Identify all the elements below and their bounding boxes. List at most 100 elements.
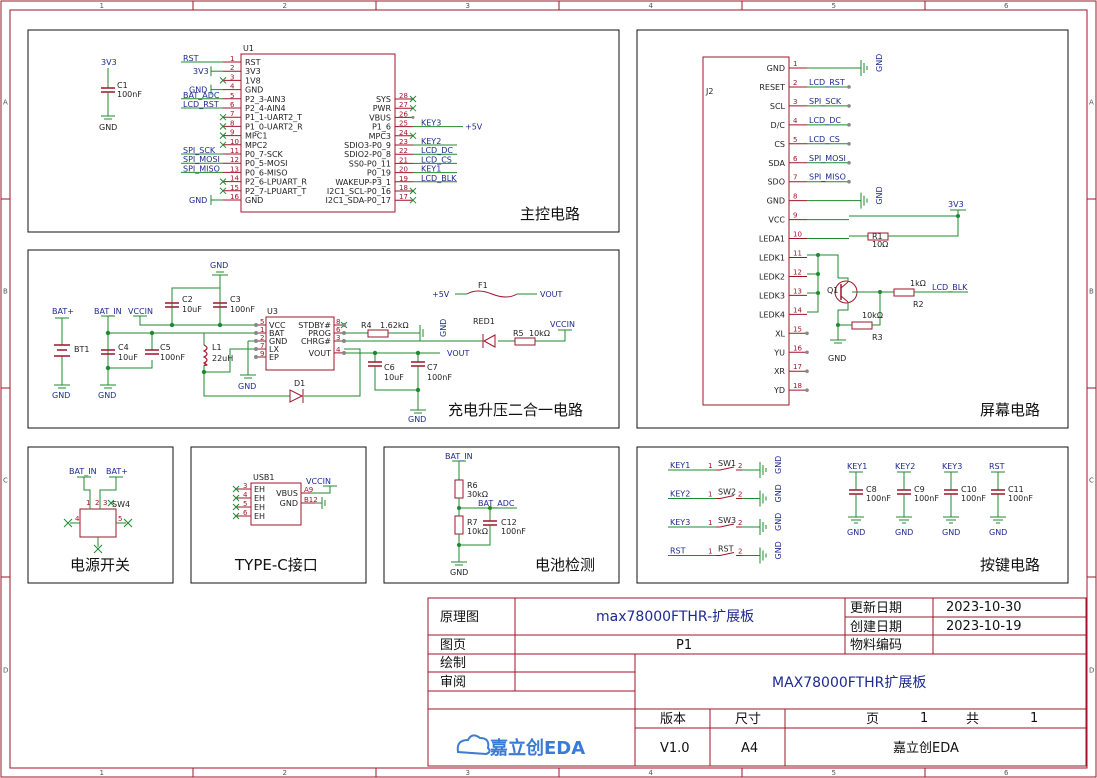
- key-switch-pin: 2: [738, 462, 742, 470]
- key-cap-val: 100nF: [866, 494, 891, 503]
- sw4-pin4: 4: [75, 515, 80, 523]
- tb-update-date: 2023-10-30: [946, 600, 1022, 615]
- j2-pin-num: 16: [793, 344, 802, 352]
- j2-pin-num: 5: [793, 136, 797, 144]
- key-switch-pin: 1: [708, 491, 712, 499]
- key-switch-pin: 2: [738, 548, 742, 556]
- ruler-row-right: D: [1089, 667, 1094, 675]
- key-switch-pin: 1: [708, 462, 712, 470]
- tb-label-create: 创建日期: [850, 620, 902, 635]
- red1-ref: RED1: [473, 317, 495, 326]
- usb1-pin-num: 3: [243, 482, 247, 490]
- u1-pin-num: 21: [399, 156, 408, 164]
- q1-gnd: GND: [828, 354, 846, 363]
- tb-version: V1.0: [660, 741, 690, 756]
- j2-pin-name: XL: [775, 329, 785, 338]
- net-gnd-r4: GND: [439, 319, 448, 337]
- c1-ref: C1: [117, 81, 128, 90]
- u3-pin-num: 6: [336, 326, 341, 334]
- u1-pin-num: 20: [399, 166, 408, 174]
- j2-pin-num: 7: [793, 174, 797, 182]
- r6-ref: R6: [467, 481, 478, 490]
- u1-pin-name: SDIO2-P0_8: [344, 150, 391, 159]
- net-gnd-top: GND: [210, 261, 228, 270]
- backlight-circuit: [807, 209, 968, 344]
- block-screen: [636, 29, 1069, 429]
- block-title-power-switch: 电源开关: [70, 556, 130, 574]
- r3-ref: R3: [872, 333, 883, 342]
- u1-pin-name: 3V3: [245, 67, 261, 76]
- sw4-pin3: 3: [103, 499, 107, 507]
- key-cap-gnd: GND: [942, 528, 960, 537]
- usb1-pin-name: EH: [254, 485, 265, 494]
- u1-left-net: RST: [183, 54, 199, 63]
- sw4-ref: SW4: [112, 500, 130, 509]
- c6-val: 10uF: [384, 373, 404, 382]
- jlc-logo: 嘉立创EDA: [456, 734, 585, 759]
- key-cap-gnd: GND: [989, 528, 1007, 537]
- u1-pin-name: GND: [245, 86, 263, 95]
- net-vout-b: VOUT: [540, 290, 562, 299]
- ruler-row-left: D: [3, 667, 8, 675]
- u1-pin-num: 26: [399, 110, 408, 118]
- u1-pin-num: 14: [230, 175, 239, 183]
- net-gnd-u3: GND: [238, 382, 256, 391]
- u3-pin-num: 5: [260, 318, 264, 326]
- key-cap-net: KEY3: [942, 462, 962, 471]
- ruler-row-left: B: [3, 288, 8, 296]
- key-switch-net: KEY2: [670, 490, 690, 499]
- j2-net: LCD_CS: [809, 135, 840, 144]
- jlc-logo-text: 嘉立创EDA: [489, 737, 585, 759]
- key-cap-val: 100nF: [1008, 494, 1033, 503]
- u1-left-net: SPI_SCK: [183, 146, 216, 155]
- key-cap-ref: C9: [914, 485, 925, 494]
- u1-left-net: GND: [189, 86, 207, 95]
- u3-pin-name: CHRG#: [301, 337, 331, 346]
- u1-pin-name: RST: [245, 58, 261, 67]
- u1-pin-name: P2_7-LPUART_T: [245, 187, 306, 196]
- net-vccin-b: VCCIN: [550, 320, 575, 329]
- l1-ref: L1: [212, 343, 222, 352]
- u1-pin-num: 3: [230, 73, 234, 81]
- c12-ref: C12: [501, 518, 517, 527]
- tb-label-total: 共: [966, 712, 979, 727]
- key-switch-net: RST: [670, 547, 686, 556]
- key-switch-ref: SW2: [718, 488, 736, 497]
- tb-label-schematic: 原理图: [440, 610, 479, 625]
- sw4-pin5: 5: [118, 515, 122, 523]
- j2-net: SPI_MOSI: [809, 154, 846, 163]
- ruler-row-left: C: [3, 477, 8, 485]
- j2-pin-name: YU: [773, 348, 785, 357]
- net-5v: +5V: [432, 290, 450, 299]
- block-charge-boost: [27, 249, 620, 429]
- u1-right-net: LCD_CS: [421, 155, 452, 164]
- r1-val: 10Ω: [872, 240, 888, 249]
- key-switch-net: KEY3: [670, 518, 690, 527]
- c5-ref: C5: [160, 343, 171, 352]
- u1-pin-name: P2_6-LPUART_R: [245, 178, 307, 187]
- u1-pin-num: 2: [230, 64, 234, 72]
- u3-ref: U3: [267, 307, 278, 316]
- key-cap-net: RST: [989, 462, 1005, 471]
- ruler-col-bottom: 4: [649, 769, 654, 777]
- u1-pin-num: 15: [230, 184, 239, 192]
- ruler-col-bottom: 6: [1004, 769, 1009, 777]
- l1-val: 22uH: [212, 354, 233, 363]
- u3-pin-name: VCC: [269, 321, 286, 330]
- ruler-col-bottom: 2: [283, 769, 287, 777]
- tb-label-version: 版本: [660, 712, 686, 727]
- block-title-keys: 按键电路: [980, 556, 1040, 574]
- tb-title: max78000FTHR-扩展板: [596, 609, 754, 625]
- u1-pin-name: VBUS: [369, 113, 391, 122]
- block-title-typec: TYPE-C接口: [234, 556, 318, 574]
- tb-create-date: 2023-10-19: [946, 619, 1022, 634]
- u1-pin-num: 22: [399, 147, 408, 155]
- usb1-vccin: VCCIN: [306, 477, 331, 486]
- battery-detect: [451, 460, 517, 566]
- u1-left-net: LCD_RST: [183, 100, 219, 109]
- u3-pin-num: 1: [260, 326, 264, 334]
